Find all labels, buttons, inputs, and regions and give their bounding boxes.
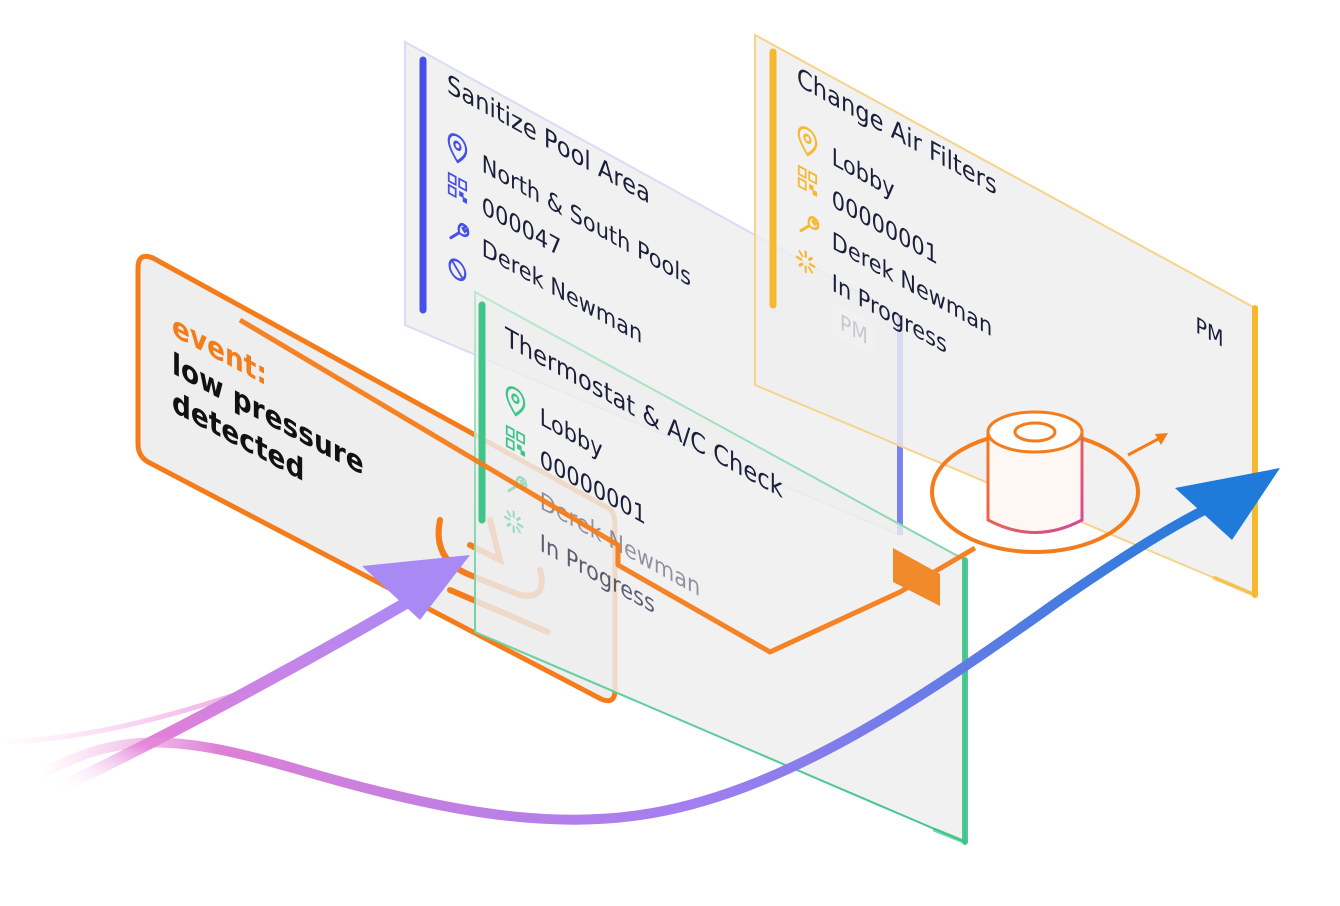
air-filter-icon	[986, 410, 1084, 535]
faint-flow-curve	[0, 687, 253, 745]
status-spinner-icon	[795, 250, 816, 274]
event-connector-line	[238, 317, 977, 655]
connector-node	[893, 548, 940, 606]
status-spinner-icon	[448, 258, 467, 282]
location-pin-icon	[447, 133, 468, 164]
wrench-icon	[449, 223, 470, 240]
blue-flow-arrow	[35, 468, 1280, 825]
qr-code-icon	[505, 424, 526, 458]
qr-code-icon	[797, 164, 818, 198]
wrench-icon	[799, 216, 820, 233]
location-pin-icon	[797, 126, 818, 157]
status-spinner-icon	[503, 510, 524, 534]
purple-flow-arrow	[49, 555, 470, 796]
qr-code-icon	[447, 171, 468, 205]
location-pin-icon	[505, 386, 526, 417]
